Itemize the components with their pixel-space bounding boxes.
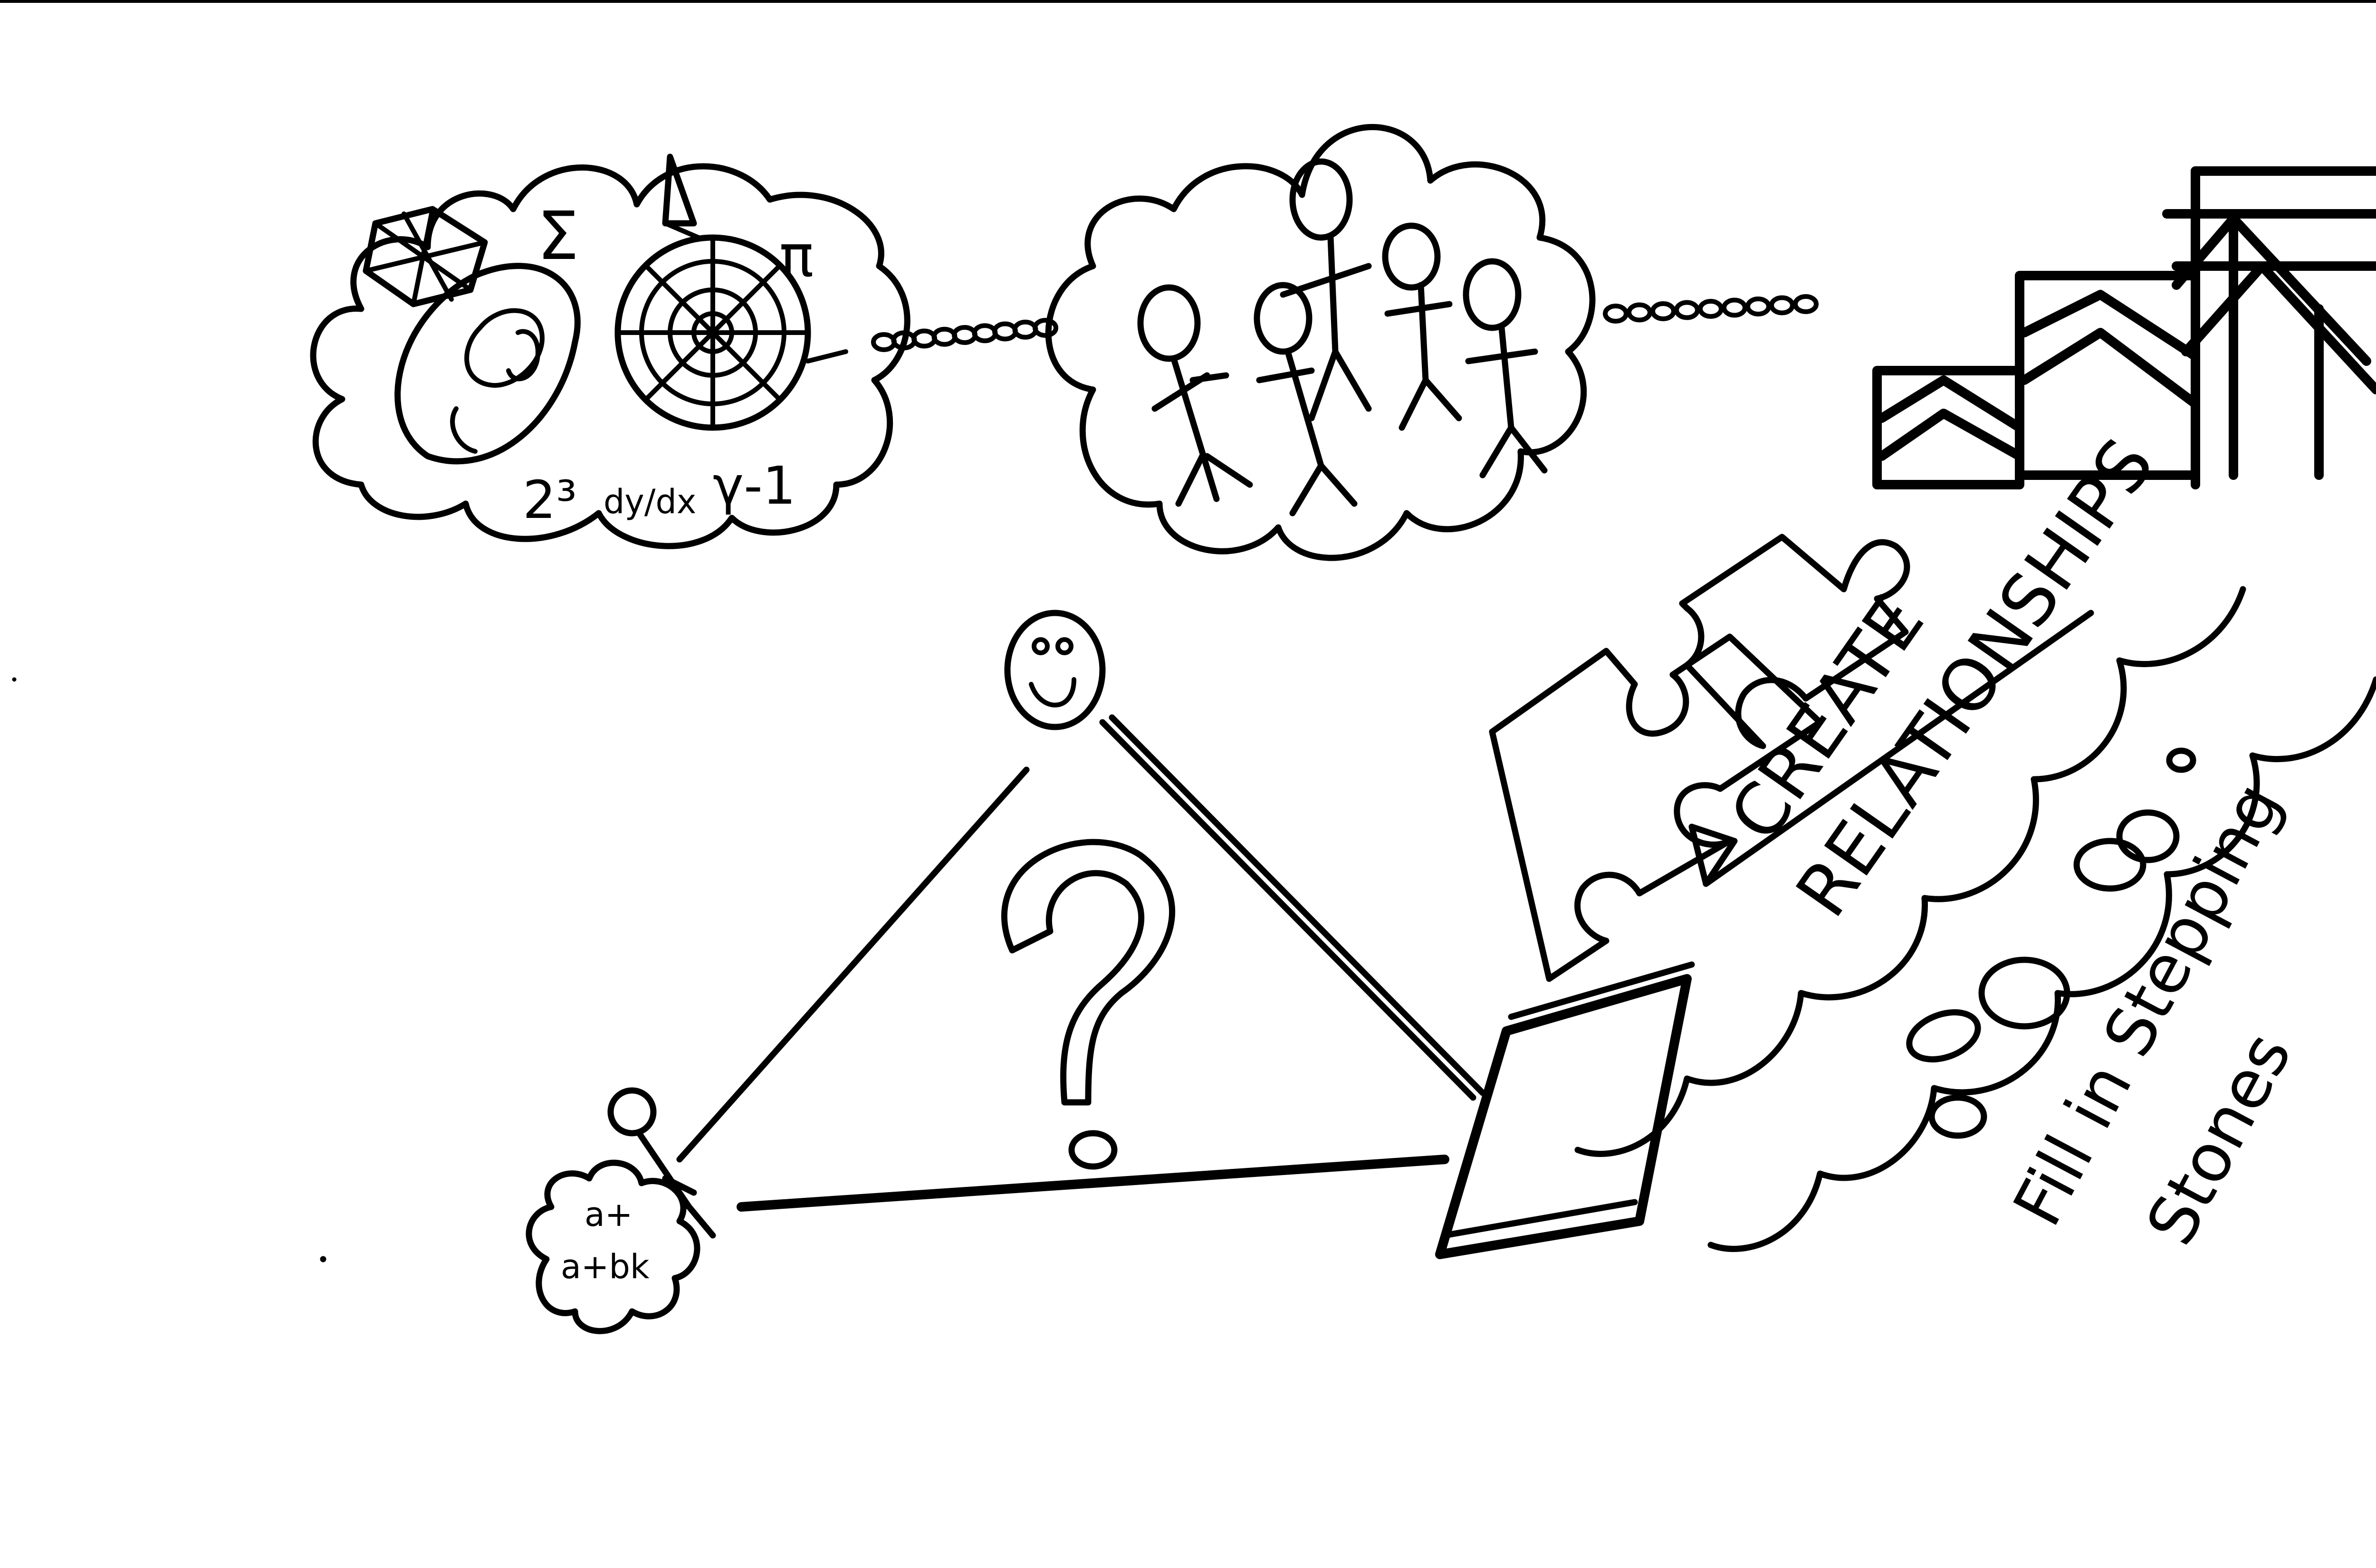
math-cloud: Σ π 2³ dy/dx γ-1 <box>310 153 910 549</box>
chain-dot <box>992 321 1018 342</box>
stepping-stone <box>2166 747 2196 773</box>
hexagon-icon <box>363 206 488 307</box>
chain-dot <box>1722 297 1747 318</box>
stick-figure <box>1382 222 1462 431</box>
chain-dot <box>1769 295 1795 316</box>
stepping-stone <box>2073 838 2146 892</box>
stick-figure <box>1254 282 1358 516</box>
stick-figure <box>1137 284 1253 507</box>
dot-chain-right <box>1603 294 1819 324</box>
sigma-symbol: Σ <box>537 198 579 275</box>
formula-derivative: dy/dx <box>604 482 696 521</box>
triangle-diagram: a+ a+bk <box>526 610 1695 1334</box>
nautilus-icon <box>614 234 848 431</box>
people-cloud <box>1045 124 1596 561</box>
pi-symbol: π <box>779 223 814 289</box>
chain-dot <box>911 328 937 349</box>
laptop-icon <box>1435 961 1695 1259</box>
chain-dot <box>1674 300 1700 320</box>
smiley-face-icon <box>1004 610 1106 730</box>
stepping-blocks <box>1872 166 2376 489</box>
stray-dot <box>320 1256 326 1262</box>
thought-line-2: a+bk <box>561 1247 650 1286</box>
stepping-stone <box>1928 1094 1987 1139</box>
chain-dot <box>1698 299 1724 319</box>
chain-dot <box>871 332 897 352</box>
puzzle-piece-icon <box>1489 633 1823 982</box>
stepping-stone <box>2116 809 2180 863</box>
chain-dot <box>1650 301 1676 321</box>
stepping-stone <box>1906 1009 1981 1062</box>
dot-chain-left <box>871 318 1058 352</box>
thought-puff: a+ a+bk <box>526 1159 700 1334</box>
underline-arrow <box>1703 610 2094 887</box>
formula-gamma: γ-1 <box>713 455 796 516</box>
chain-dot <box>1745 296 1771 316</box>
fill-in-text: Fill in Stepping <box>1999 771 2296 1238</box>
tube-shape-icon <box>394 263 581 465</box>
chain-dot <box>931 326 958 347</box>
chain-dot <box>972 323 998 344</box>
stick-figure <box>1280 158 1372 421</box>
pen-nib-icon <box>662 153 701 240</box>
chain-dot <box>1012 319 1038 340</box>
question-mark-icon <box>1001 839 1176 1170</box>
chain-dot <box>1627 302 1652 323</box>
stepping-stone <box>1978 956 2070 1030</box>
stick-figure <box>1463 258 1548 478</box>
stray-dot <box>12 677 17 682</box>
puzzle-piece-icon <box>1679 534 1910 749</box>
thought-line-1: a+ <box>584 1195 633 1234</box>
formula-power: 2³ <box>523 469 577 530</box>
chain-dot <box>952 325 977 345</box>
chain-dot <box>1793 294 1819 314</box>
scan-edge <box>0 0 2376 3</box>
chain-dot <box>1603 304 1629 324</box>
